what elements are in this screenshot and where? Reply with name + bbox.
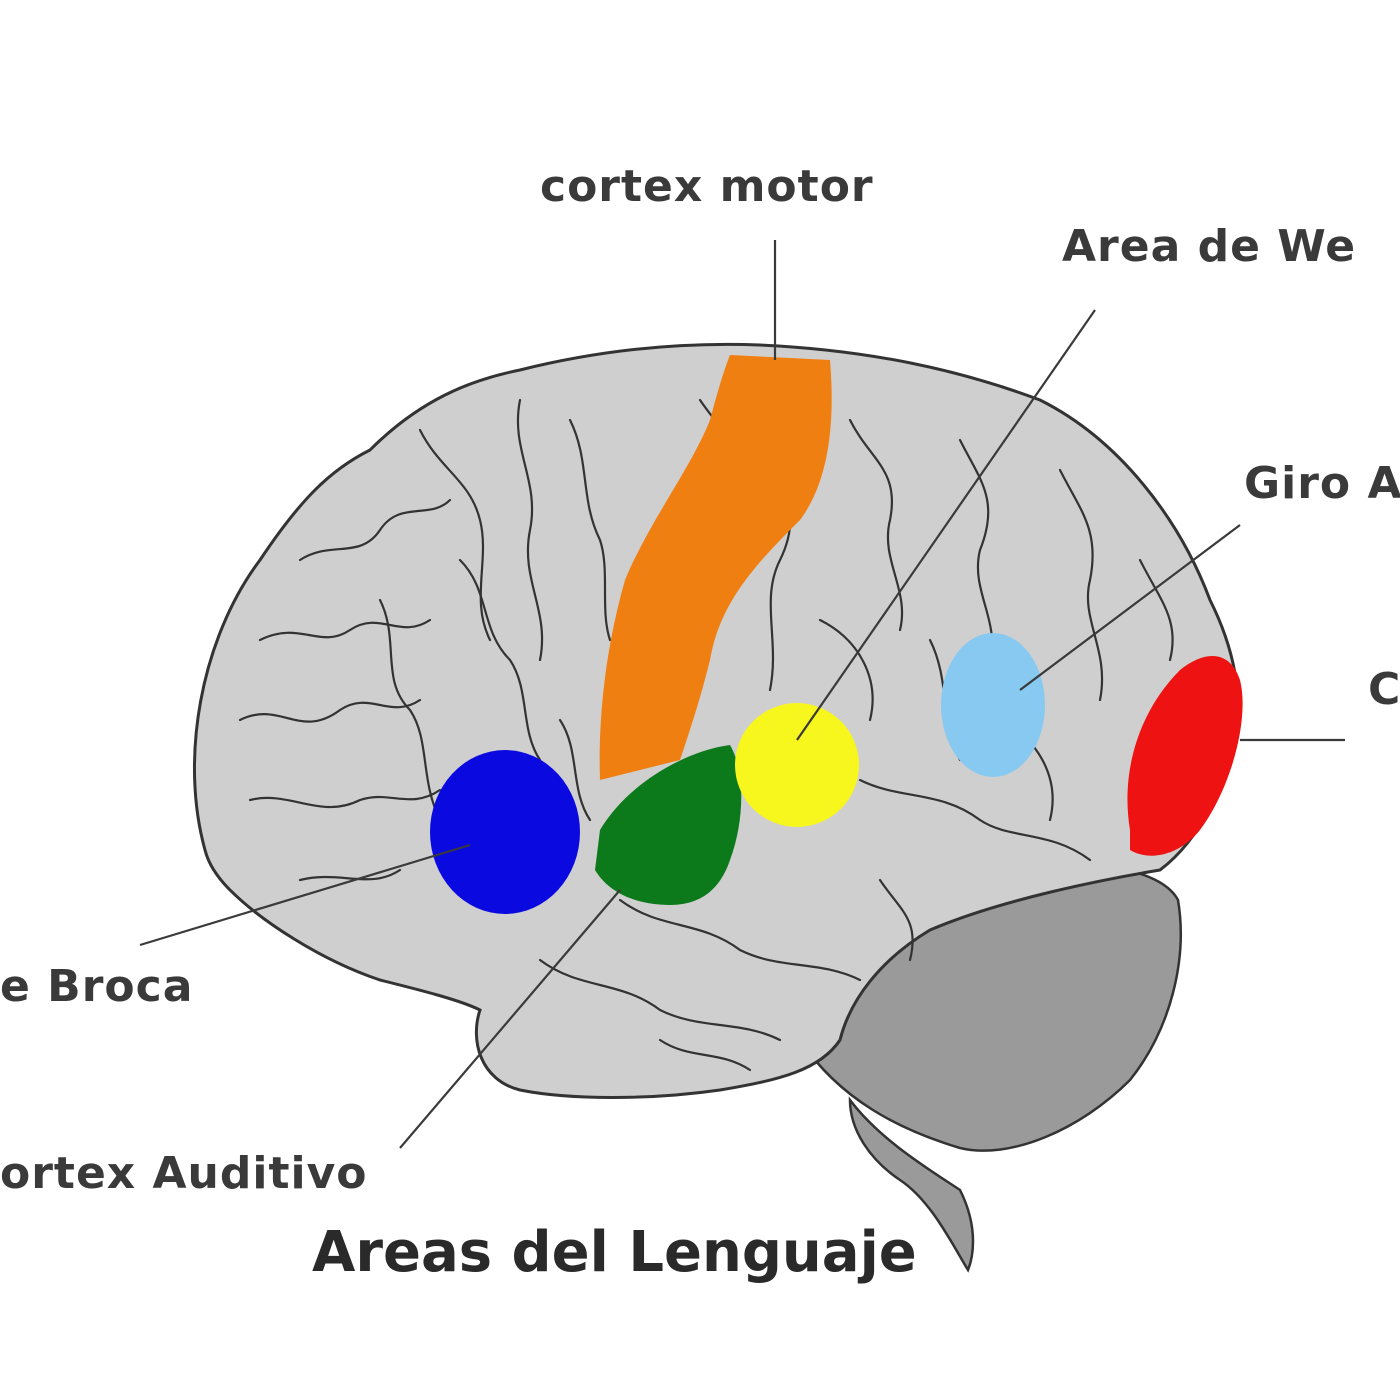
broca-leader-line (139, 843, 471, 947)
auditory-leader-line (399, 889, 621, 1149)
visual-cortex-label: C (1368, 664, 1400, 715)
motor-cortex-label: cortex motor (540, 161, 874, 212)
broca-area (430, 750, 580, 914)
wernicke-area (735, 703, 859, 827)
motor-cortex-area (599, 355, 832, 780)
wernicke-leader-line (796, 309, 1096, 741)
leader-lines (139, 240, 1345, 1149)
visual-cortex-area (1127, 656, 1243, 856)
wernicke-area-label: Area de We (1062, 221, 1357, 272)
broca-area-label: e Broca (0, 961, 194, 1012)
angular-gyrus-label: Giro A (1244, 458, 1400, 509)
angular-gyrus-area (941, 633, 1045, 777)
diagram-title: Areas del Lenguaje (312, 1220, 917, 1285)
auditory-cortex-area (595, 745, 742, 905)
auditory-cortex-label: ortex Auditivo (0, 1148, 368, 1199)
angular-leader-line (1019, 524, 1241, 691)
brain-stem (848, 1096, 975, 1273)
